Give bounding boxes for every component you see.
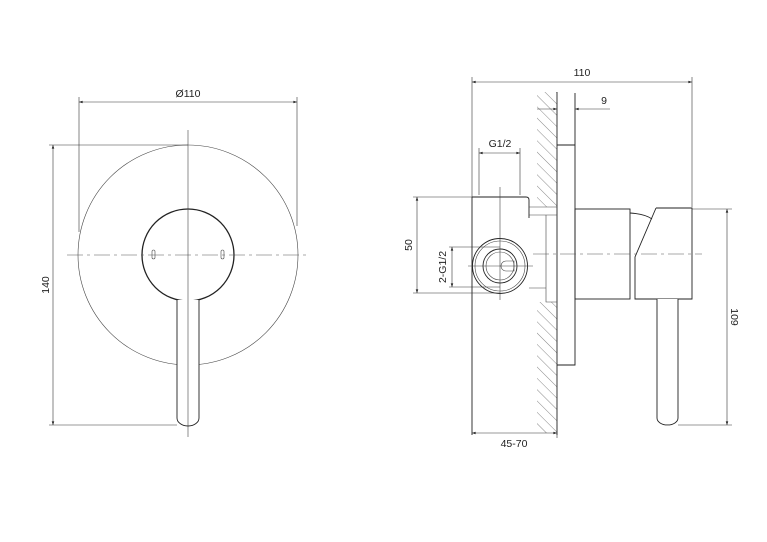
handle-hub-side: [629, 207, 693, 300]
screw-slot-right: [220, 249, 225, 260]
valve-collar: [529, 206, 557, 303]
plate-thickness-label: 9: [601, 95, 607, 107]
wall-hatch-lower: [537, 302, 557, 433]
connections-label: 2-G1/2: [437, 251, 449, 283]
height-label: 140: [40, 276, 52, 294]
wall-range-label: 45-70: [501, 438, 528, 450]
lever-handle-side: [656, 299, 679, 426]
screw-slot-left: [151, 249, 156, 260]
depth-label: 110: [574, 67, 591, 79]
inlet-slot: [500, 260, 515, 272]
front-view: Ø110 140: [40, 88, 310, 437]
body-height-label: 50: [403, 239, 415, 251]
inlet-label: G1/2: [489, 138, 512, 150]
cover-plate-side: [557, 93, 576, 366]
handle-height-label: 109: [728, 308, 740, 326]
wall-hatch-upper: [537, 92, 557, 207]
valve-body: [471, 196, 530, 435]
diameter-label: Ø110: [176, 88, 201, 100]
side-view: 110 9 G1/2 50 2-G1/2 45-70 109: [403, 67, 740, 450]
